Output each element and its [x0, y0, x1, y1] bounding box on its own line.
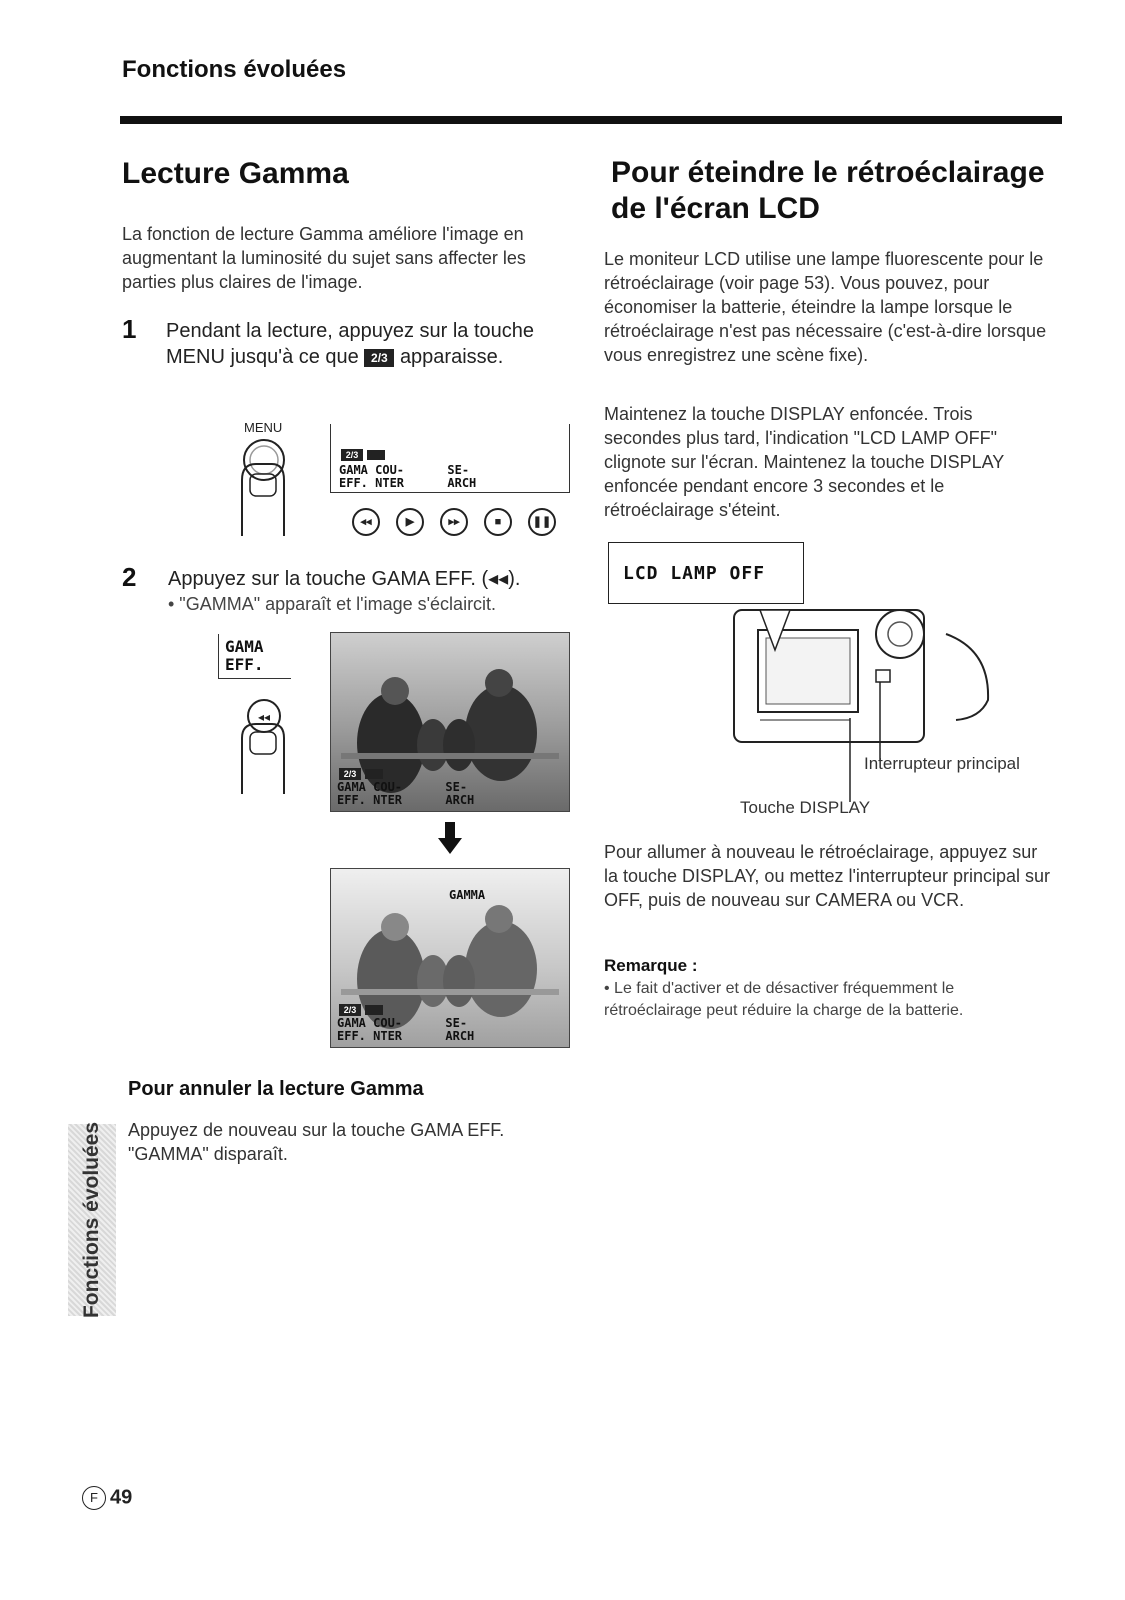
play-button-icon: ▶ [396, 508, 424, 536]
step-1-number: 1 [122, 314, 137, 344]
lcd-paragraph-2: Maintenez la touche DISPLAY enfoncée. Tr… [604, 404, 1004, 520]
section-header: Fonctions évoluées [122, 56, 347, 83]
lcd-paragraph-1: Le moniteur LCD utilise une lampe fluore… [604, 249, 1047, 365]
side-section-tab: Fonctions évoluées [68, 1121, 116, 1319]
language-circle-icon: F [82, 1486, 106, 1510]
finger-pressing-menu-icon [241, 439, 285, 536]
cancel-gamma-heading: Pour annuler la lecture Gamma [128, 1078, 424, 1100]
intro-paragraph: La fonction de lecture Gamma améliore l'… [122, 224, 526, 292]
camcorder-illustration [733, 609, 990, 802]
lcd-lamp-off-display: LCD LAMP OFF [608, 542, 804, 604]
svg-text:◂◂: ◂◂ [258, 710, 270, 724]
heading-lecture-gamma: Lecture Gamma [122, 157, 349, 190]
step-2-number: 2 [122, 562, 137, 592]
stop-button-icon: ■ [484, 508, 512, 536]
osd-menu-line2: EFF. NTER ARCH [339, 476, 477, 490]
osd-menu-screen: 2/3 GAMA COU- SE- EFF. NTER ARCH [330, 424, 570, 493]
page-number-value: 49 [110, 1486, 133, 1509]
menu-page-badge: 2/3 [364, 348, 395, 367]
gama-eff-key-label: GAMA EFF. [218, 634, 291, 679]
label-main-switch: Interrupteur principal [864, 754, 1020, 773]
finger-pressing-gama-icon: ◂◂ [241, 699, 285, 794]
step-2-bullet: • "GAMMA" apparaît et l'image s'éclairci… [168, 594, 497, 614]
rewind-button-icon: ◂◂ [352, 508, 380, 536]
note-text: • Le fait d'activer et de désactiver fré… [604, 980, 964, 1019]
osd-menu-line1: GAMA COU- SE- [339, 463, 470, 477]
step-1-text-after: apparaisse. [399, 346, 504, 368]
gamma-osd-indicator: GAMMA [449, 888, 486, 902]
family-photo-illustration [341, 669, 559, 793]
battery-icon [367, 449, 386, 460]
playback-image-after: GAMMA 2/3 GAMA COU- SE- EFF. NTER ARCH [330, 868, 570, 1048]
header-rule [120, 116, 1062, 124]
side-tab-label: Fonctions évoluées [80, 1121, 103, 1319]
step-2-text: Appuyez sur la touche GAMA EFF. (◂◂). [168, 568, 521, 590]
osd-badge: 2/3 [341, 448, 363, 461]
step-1-text-before: Pendant la lecture, appuyez sur la touch… [166, 320, 535, 368]
pause-button-icon: ❚❚ [528, 508, 556, 536]
label-display-button: Touche DISPLAY [740, 798, 871, 817]
lcd-paragraph-3: Pour allumer à nouveau le rétroéclairage… [604, 842, 1051, 910]
note-title: Remarque : [604, 956, 698, 975]
cancel-gamma-text: Appuyez de nouveau sur la touche GAMA EF… [128, 1120, 505, 1164]
fast-forward-button-icon: ▸▸ [440, 508, 468, 536]
menu-label: MENU [244, 420, 283, 435]
family-photo-bright-illustration [341, 905, 559, 1029]
step-1-text: Pendant la lecture, appuyez sur la touch… [166, 318, 566, 370]
arrow-down-icon [438, 822, 462, 854]
heading-lcd-backlight: Pour éteindre le rétroéclairage de l'écr… [611, 156, 1045, 225]
playback-image-before: 2/3 GAMA COU- SE- EFF. NTER ARCH [330, 632, 570, 812]
lcd-lamp-off-text: LCD LAMP OFF [623, 563, 766, 584]
